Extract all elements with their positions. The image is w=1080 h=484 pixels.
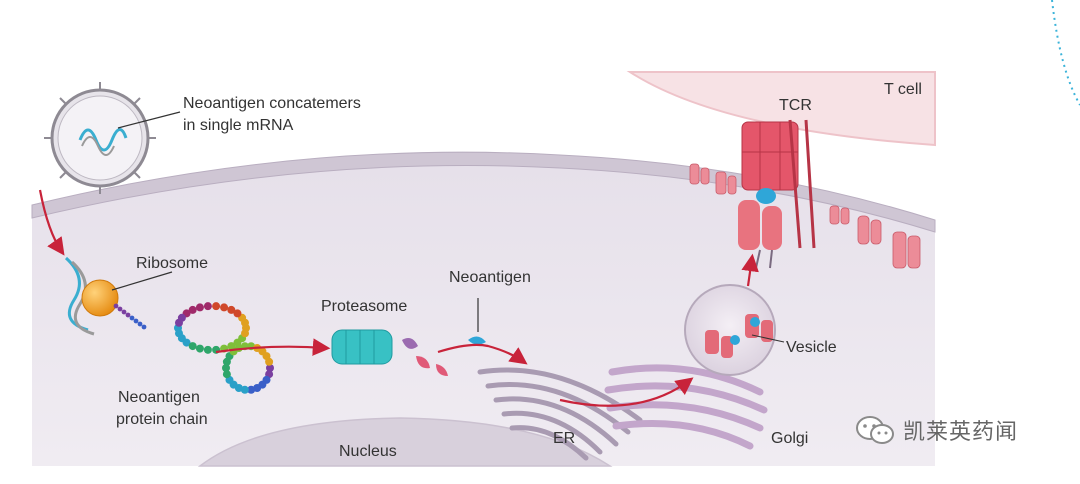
peptide-fragments [402, 336, 486, 376]
label-proteasome: Proteasome [321, 298, 408, 315]
protein-chain-bead [137, 321, 143, 327]
protein-chain-bead [182, 338, 191, 347]
label-ribosome: Ribosome [136, 255, 209, 272]
label-vesicle: Vesicle [786, 339, 837, 356]
label-mrna-line1: Neoantigen concatemers [183, 95, 361, 112]
ribosome [81, 279, 119, 317]
protein-chain-bead [141, 324, 147, 330]
nanoparticle-spikes [44, 82, 156, 194]
protein-chain-bead [113, 303, 119, 309]
proteasome [331, 329, 393, 365]
protein-chain-bead [240, 385, 249, 394]
protein-chain-bead [266, 364, 274, 372]
mrna-lipid-nanoparticle [50, 88, 150, 188]
decor-arc [1051, 0, 1080, 106]
protein-chain-bead [253, 384, 262, 393]
protein-chain-bead [195, 344, 204, 353]
ribosome-leader-line [111, 271, 173, 291]
vesicle-leader-line [751, 334, 785, 343]
protein-chain-bead [121, 309, 127, 315]
protein-chain-bead [220, 303, 229, 312]
protein-chain-bead [125, 312, 131, 318]
tcr-mhc-complex [738, 119, 816, 269]
ribosome-mrna-strand-2 [70, 260, 95, 336]
protein-chain-bead [133, 318, 139, 324]
protein-chain-bead [203, 302, 212, 311]
protein-chain-bead [129, 315, 135, 321]
watermark-text: 凯莱英药闻 [903, 420, 1019, 445]
wechat-icon [856, 416, 894, 444]
label-protein-chain-line1: Neoantigen [118, 389, 200, 406]
label-nucleus: Nucleus [339, 443, 397, 460]
protein-chain-bead [174, 318, 183, 327]
protein-chain-bead [227, 305, 236, 314]
protein-chain-bead [222, 370, 231, 379]
pathway-arrows [38, 189, 759, 407]
protein-chain-bead [188, 305, 197, 314]
watermark: 凯莱英药闻 [855, 414, 1018, 446]
label-protein-chain-line2: protein chain [116, 411, 208, 428]
label-tcr: TCR [779, 97, 812, 114]
protein-chain-bead [233, 309, 242, 318]
label-golgi: Golgi [771, 430, 809, 447]
protein-chain-bead [222, 364, 230, 372]
label-t-cell: T cell [884, 81, 922, 98]
label-er: ER [553, 430, 576, 447]
protein-chain-bead [247, 385, 256, 394]
label-mrna-line2: in single mRNA [183, 117, 294, 134]
protein-chain-bead [195, 303, 204, 312]
protein-chain-bead [188, 342, 197, 351]
label-neoantigen: Neoantigen [449, 269, 531, 286]
mrna-leader-line [117, 111, 181, 129]
surface-mhc-molecules [689, 163, 921, 269]
neoantigen-protein-chain [113, 302, 274, 394]
endoplasmic-reticulum [477, 367, 643, 461]
protein-chain-bead [265, 357, 274, 366]
vesicle-mhc-complexes [705, 314, 773, 358]
ribosome-mrna-strand [64, 256, 89, 332]
protein-chain-bead [212, 302, 221, 311]
protein-chain-bead [203, 345, 212, 354]
protein-chain-bead [117, 306, 123, 312]
